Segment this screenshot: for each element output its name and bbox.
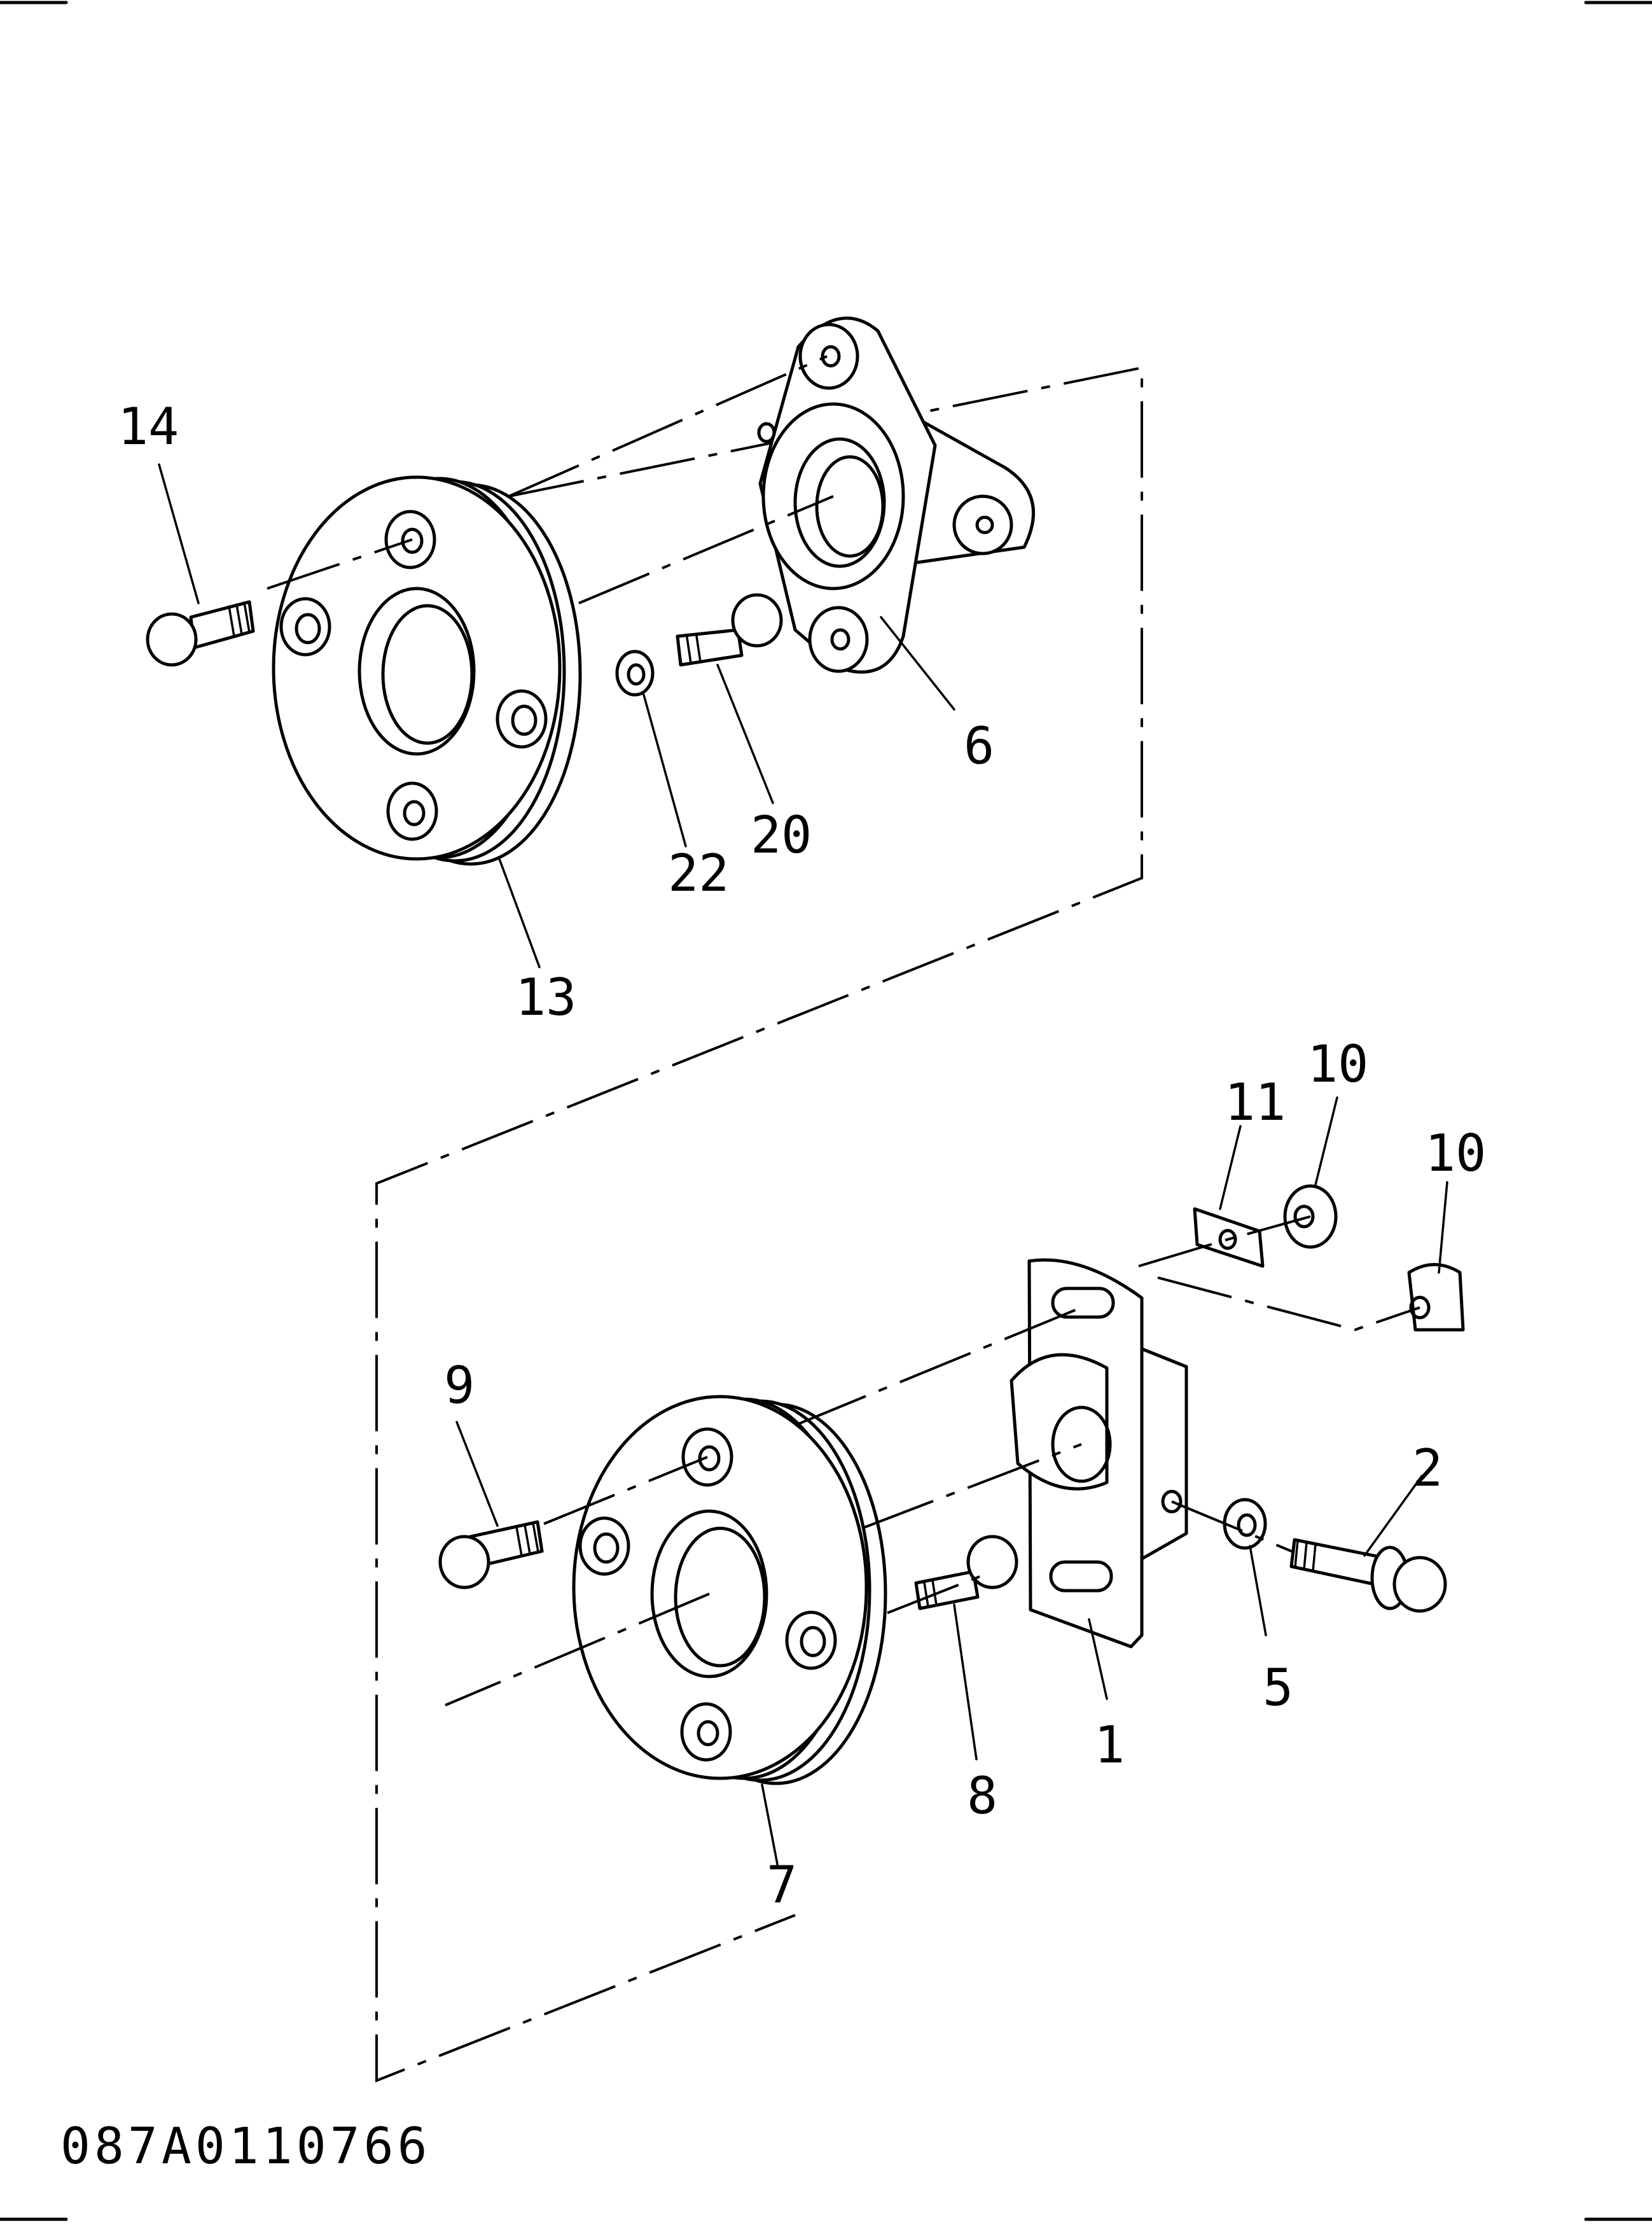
- group-boundary: [375, 366, 1143, 2082]
- part-22-washer: [615, 650, 655, 697]
- part-11-plate: [1193, 1207, 1265, 1268]
- label-part-8: 8: [967, 1766, 997, 1825]
- label-part-9: 9: [444, 1356, 475, 1415]
- label-part-1: 1: [1094, 1715, 1125, 1775]
- upper-center-lines: [267, 355, 834, 604]
- part-10-nut-right: [1407, 1263, 1465, 1332]
- label-part-11: 11: [1225, 1073, 1286, 1132]
- label-part-14: 14: [118, 397, 179, 456]
- part-8-bolt: [914, 1535, 1018, 1610]
- part-7-flange-disk: [572, 1395, 887, 1785]
- part-20-bolt: [676, 593, 783, 667]
- part-number-labels: 14 6 20 22 13 10 11 10 9 2 5 1 8 7: [118, 397, 1486, 1915]
- label-part-20: 20: [751, 806, 812, 865]
- part-9-bolt: [438, 1520, 544, 1589]
- leader-lines: [158, 463, 1448, 1869]
- lower-center-lines: [445, 1215, 1420, 1706]
- label-part-6: 6: [964, 716, 994, 776]
- label-part-10-upper: 10: [1307, 1035, 1368, 1094]
- drawing-code: 087A0110766: [60, 2118, 431, 2175]
- label-part-22: 22: [668, 844, 729, 903]
- part-6-bracket: [757, 316, 1035, 674]
- part-14-bolt: [146, 600, 255, 667]
- label-part-7: 7: [767, 1855, 797, 1915]
- label-part-2: 2: [1412, 1439, 1443, 1498]
- part-2-flange-bolt: [1289, 1538, 1447, 1613]
- part-1-mounting-plate: [1010, 1258, 1188, 1649]
- part-13-flange-disk: [272, 475, 582, 866]
- label-part-13: 13: [515, 968, 576, 1027]
- label-part-10-right: 10: [1425, 1124, 1486, 1183]
- part-5-washer: [1223, 1498, 1267, 1550]
- label-part-5: 5: [1263, 1658, 1293, 1717]
